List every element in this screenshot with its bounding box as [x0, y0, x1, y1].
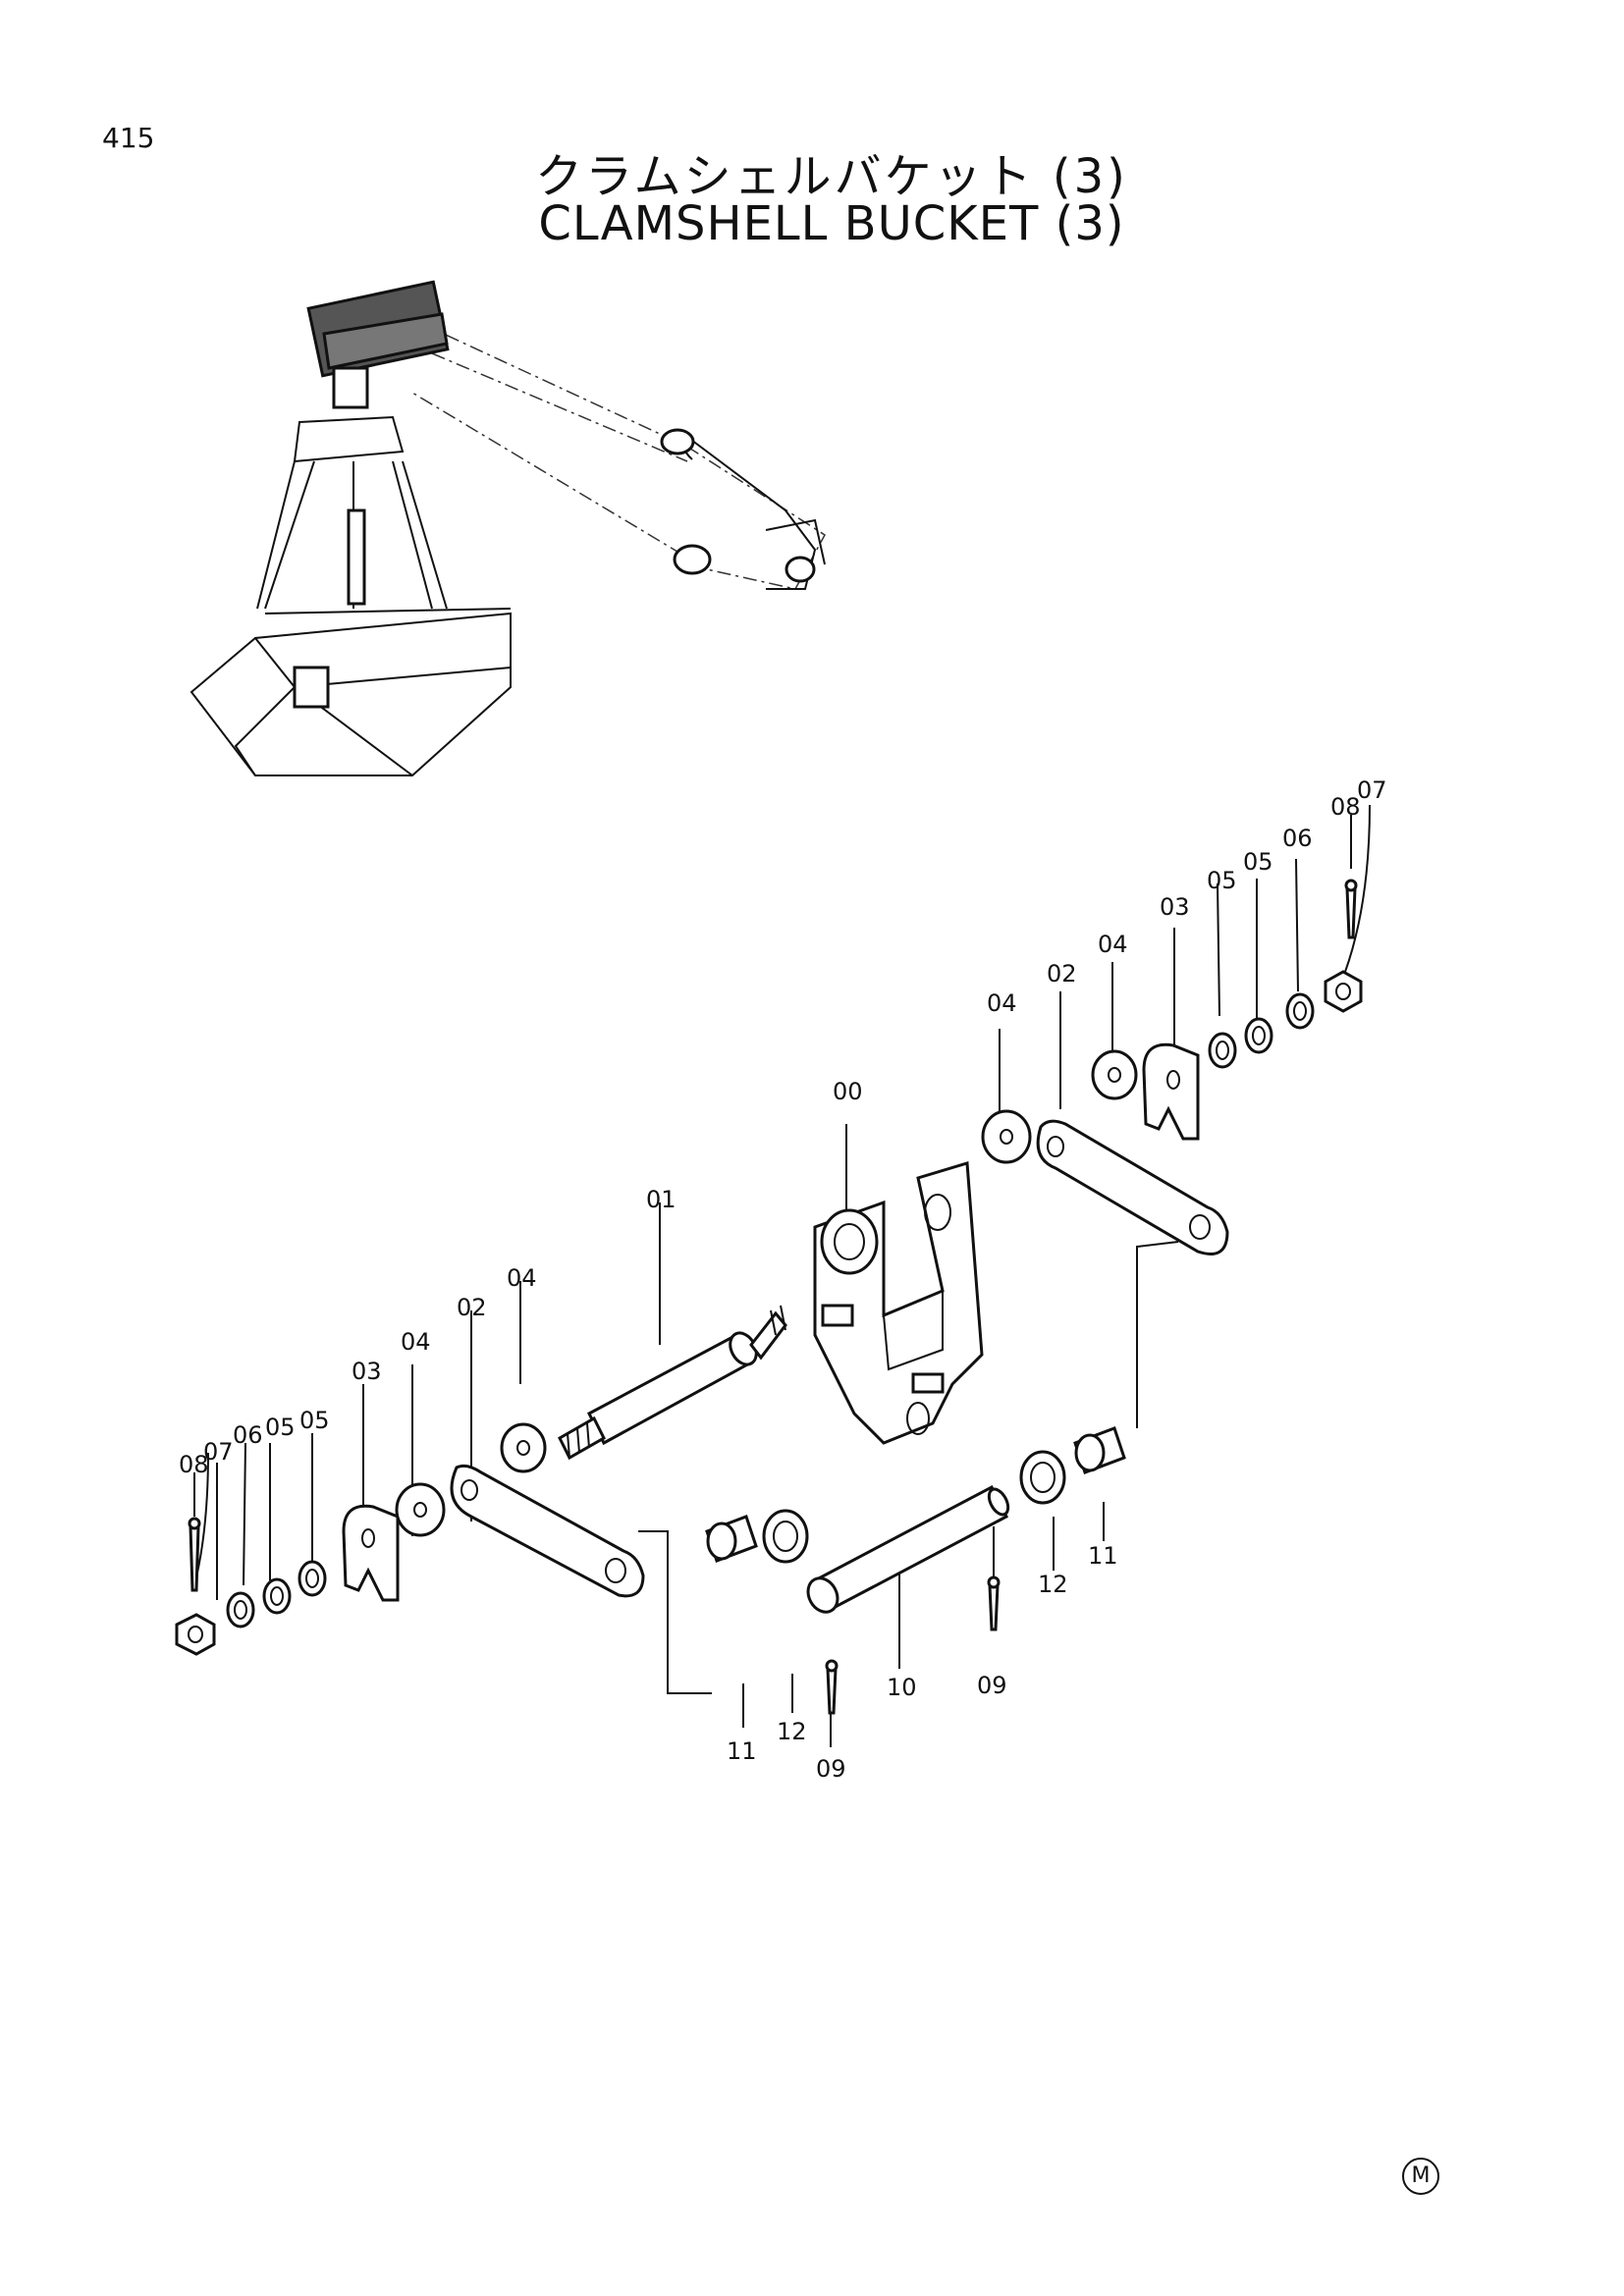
part-05-06-washers: [226, 992, 1315, 1629]
part-04-shims: [395, 1049, 1138, 1537]
label-04-right-outer: 04: [1098, 931, 1128, 958]
label-01: 01: [646, 1186, 677, 1213]
manufacturer-mark: M: [1402, 2158, 1439, 2195]
title-english: CLAMSHELL BUCKET (3): [538, 196, 1125, 251]
part-02-link-left: [450, 1464, 645, 1598]
label-07-left: 07: [203, 1438, 234, 1466]
label-00: 00: [833, 1078, 863, 1105]
part-11-bushings: [705, 1426, 1126, 1563]
label-03-right: 03: [1160, 893, 1190, 921]
label-04-left-outer: 04: [401, 1328, 431, 1356]
label-03-left: 03: [352, 1358, 382, 1385]
bucket-shell: [189, 612, 512, 776]
label-09-left: 09: [816, 1755, 846, 1783]
label-04-right-inner: 04: [987, 989, 1017, 1017]
label-12-right: 12: [1038, 1571, 1068, 1598]
label-05-right-b: 05: [1243, 848, 1273, 876]
overview-illustration: [189, 280, 826, 776]
link-head: [306, 280, 450, 409]
title-japanese: クラムシェルバケット (3): [535, 149, 1128, 204]
label-12-left: 12: [777, 1718, 807, 1745]
label-11-left: 11: [727, 1737, 757, 1765]
part-03-plate-right: [1142, 1042, 1200, 1141]
part-01-pin: [558, 1305, 787, 1461]
arm-outline: [411, 323, 826, 590]
part-00-bracket: [813, 1161, 984, 1445]
label-06-left: 06: [233, 1421, 263, 1449]
part-08-09-cotter-pins: [188, 879, 1358, 1715]
label-05-left-a: 05: [299, 1407, 330, 1434]
part-03-plate-left: [342, 1504, 400, 1602]
page-number: 415: [102, 122, 155, 154]
part-labels: 00 01 02 02 03 03 04 04 04 04 05 05 05 0…: [179, 776, 1387, 1783]
part-07-nuts: [175, 970, 1363, 1656]
part-12-spacers: [762, 1450, 1066, 1564]
label-02-right: 02: [1047, 960, 1077, 988]
label-07-right: 07: [1357, 776, 1387, 804]
label-02-left: 02: [457, 1294, 487, 1321]
label-05-left-b: 05: [265, 1414, 296, 1441]
label-08-right: 08: [1330, 793, 1361, 821]
label-06-right: 06: [1282, 825, 1313, 852]
label-08-left: 08: [179, 1451, 209, 1478]
leader-lines: [193, 804, 1371, 1747]
part-10-long-pin: [806, 1484, 1010, 1614]
label-10: 10: [887, 1674, 917, 1701]
label-09-right: 09: [977, 1672, 1007, 1699]
label-11-right: 11: [1088, 1542, 1118, 1570]
label-04-left-inner: 04: [507, 1264, 537, 1292]
bucket-frame: [256, 415, 512, 614]
part-02-link-right: [1036, 1119, 1229, 1255]
label-05-right-a: 05: [1207, 867, 1237, 894]
